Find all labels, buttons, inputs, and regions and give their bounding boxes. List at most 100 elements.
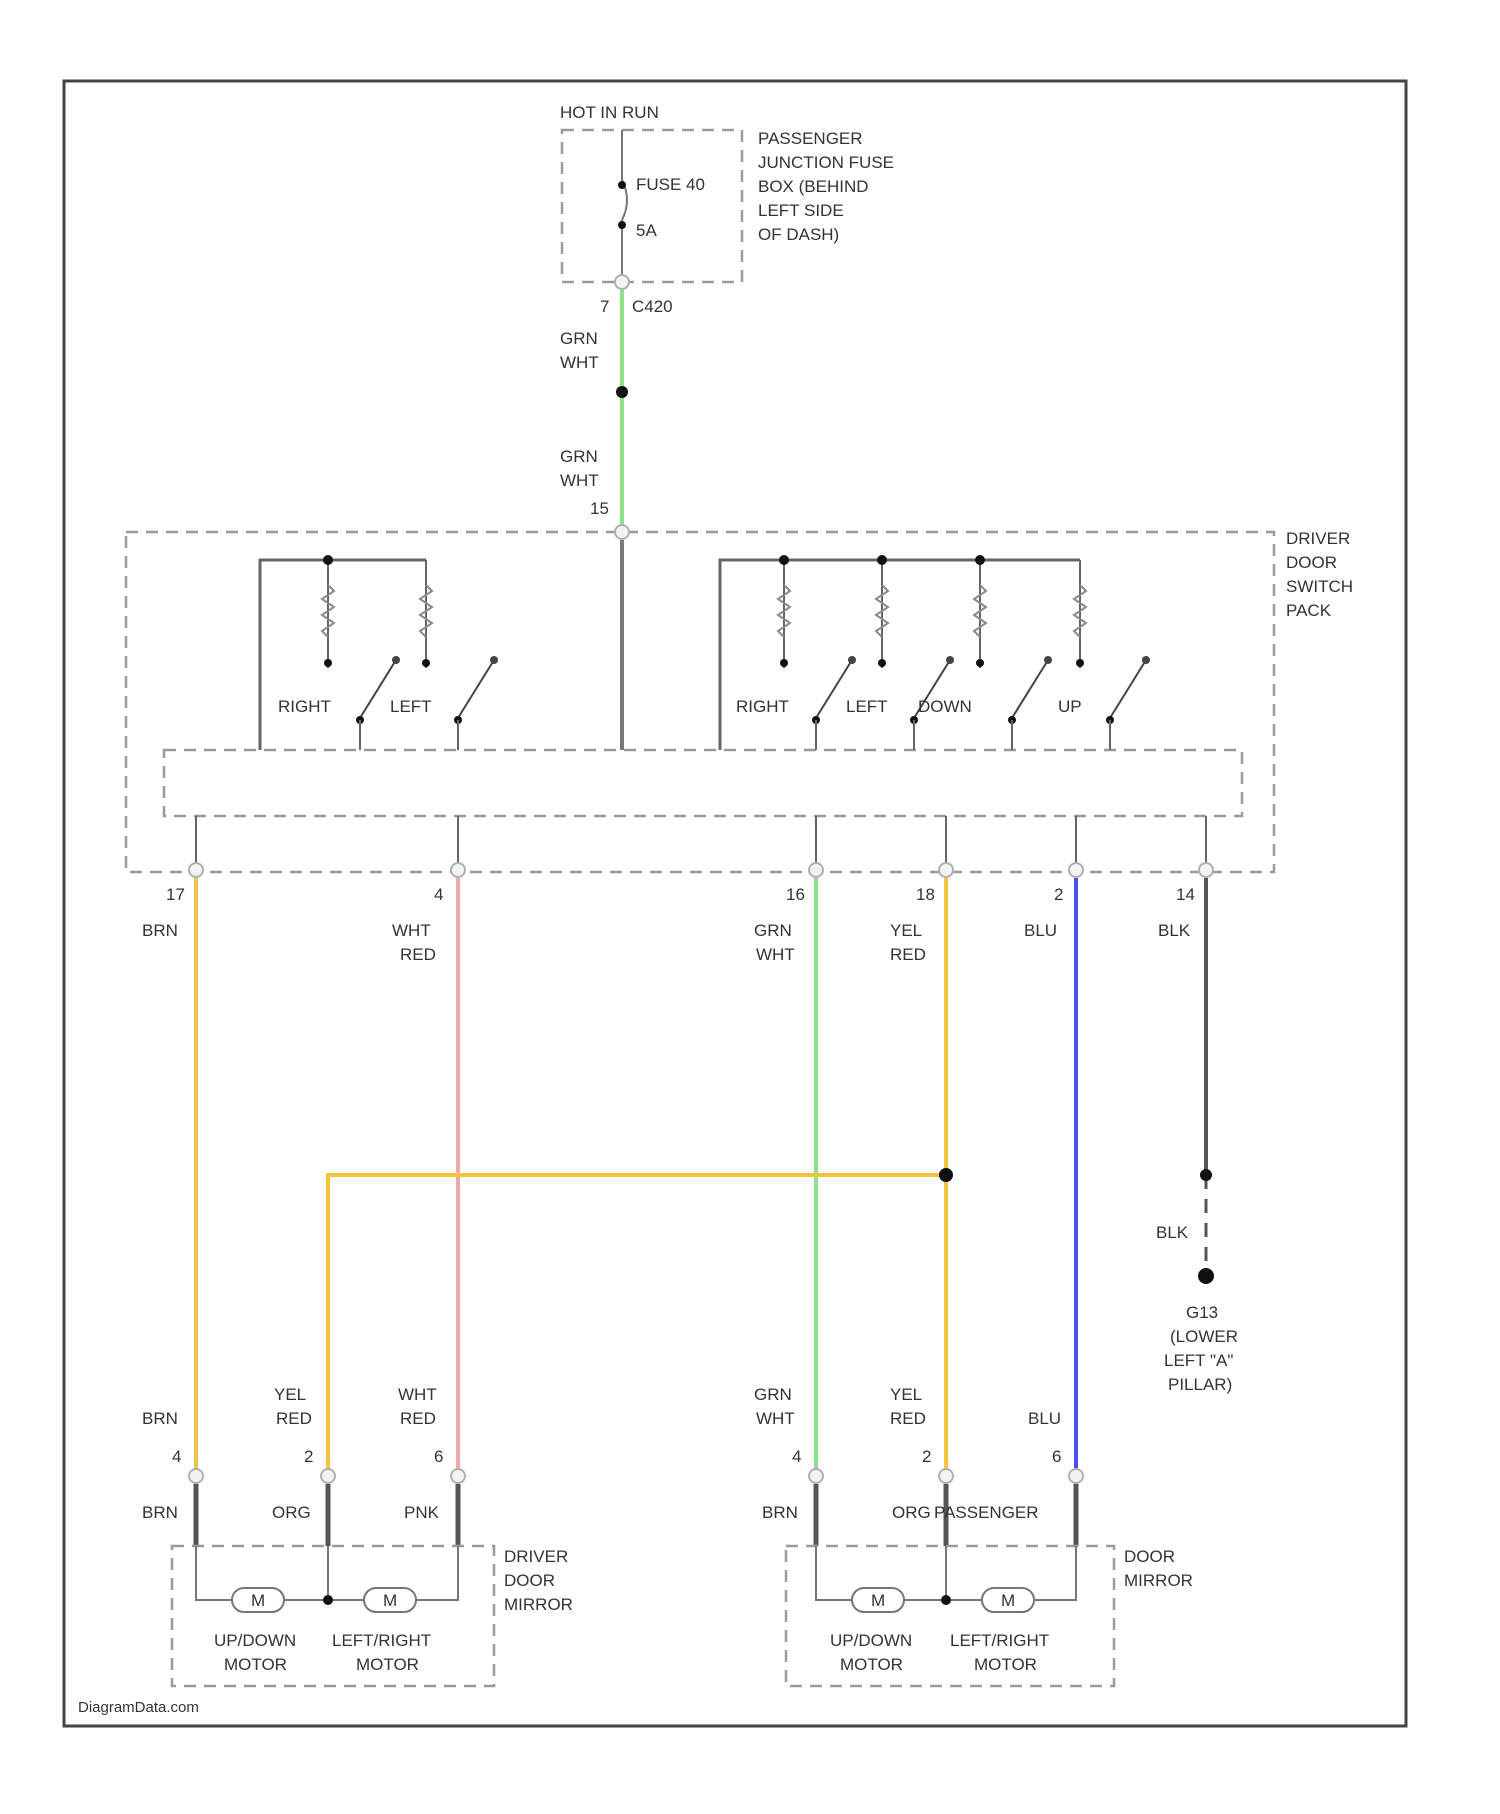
switch-contact bbox=[458, 660, 494, 718]
pin-connector bbox=[189, 863, 203, 877]
wire-color-label: RED bbox=[890, 945, 926, 964]
output-pin-label: 17 bbox=[166, 885, 185, 904]
wire-color-label: WHT bbox=[756, 945, 795, 964]
feed-wire: GRN WHT GRN WHT 15 bbox=[560, 290, 628, 530]
connector-id-label: C420 bbox=[632, 297, 673, 316]
pin-connector bbox=[1069, 1469, 1083, 1483]
mirror-pin-label: 6 bbox=[434, 1447, 443, 1466]
switch-label: UP bbox=[1058, 697, 1082, 716]
output-pin-label: 14 bbox=[1176, 885, 1195, 904]
mirror-wire-label: BRN bbox=[142, 1409, 178, 1428]
mirror-wire-label: GRN bbox=[754, 1385, 792, 1404]
overlap-label: PASSENGER bbox=[934, 1503, 1039, 1522]
switch-pack-inner-block bbox=[164, 750, 1242, 816]
switch-label: RIGHT bbox=[278, 697, 331, 716]
switch-pack-desc-line: DRIVER bbox=[1286, 529, 1350, 548]
feed-wire-label: WHT bbox=[560, 471, 599, 490]
splice-node bbox=[1200, 1169, 1212, 1181]
motor-label: MOTOR bbox=[356, 1655, 419, 1674]
pigtail-label: ORG bbox=[272, 1503, 311, 1522]
fuse-box-outline bbox=[562, 130, 742, 282]
pin-connector bbox=[1069, 863, 1083, 877]
supply-label: HOT IN RUN bbox=[560, 103, 659, 122]
ground-wire-label: BLK bbox=[1156, 1223, 1189, 1242]
wire-color-label: BRN bbox=[142, 921, 178, 940]
pin-connector bbox=[451, 1469, 465, 1483]
mirror-wire-label: WHT bbox=[398, 1385, 437, 1404]
passenger-mirror-outline bbox=[786, 1546, 1114, 1686]
fuse-amp-label: 5A bbox=[636, 221, 657, 240]
wire-color-label: BLU bbox=[1024, 921, 1057, 940]
motor-symbol: M bbox=[871, 1591, 885, 1610]
mirror-wire-label: RED bbox=[276, 1409, 312, 1428]
mirror-wire-label: WHT bbox=[756, 1409, 795, 1428]
pigtail-label: PNK bbox=[404, 1503, 440, 1522]
pin-connector bbox=[939, 863, 953, 877]
motor-label: LEFT/RIGHT bbox=[950, 1631, 1049, 1650]
motor-label: MOTOR bbox=[224, 1655, 287, 1674]
mirror-pin-label: 4 bbox=[792, 1447, 801, 1466]
output-pin-label: 18 bbox=[916, 885, 935, 904]
pigtail-label: BRN bbox=[142, 1503, 178, 1522]
fuse-label: FUSE 40 bbox=[636, 175, 705, 194]
pin-connector bbox=[1199, 863, 1213, 877]
motor-label: MOTOR bbox=[840, 1655, 903, 1674]
fuse-box-desc-line: BOX (BEHIND bbox=[758, 177, 869, 196]
ground-desc-line: LEFT "A" bbox=[1164, 1351, 1233, 1370]
pin-connector bbox=[809, 1469, 823, 1483]
motor-label: UP/DOWN bbox=[830, 1631, 912, 1650]
fuse-box-desc-line: OF DASH) bbox=[758, 225, 839, 244]
feed-wire-label: GRN bbox=[560, 447, 598, 466]
pin-connector bbox=[451, 863, 465, 877]
switch-pack: DRIVER DOOR SWITCH PACK RIGHT LEFT bbox=[126, 525, 1353, 872]
ground-desc-line: (LOWER bbox=[1170, 1327, 1238, 1346]
mirror-desc-line: MIRROR bbox=[504, 1595, 573, 1614]
feed-wire-label: WHT bbox=[560, 353, 599, 372]
ground-desc-line: PILLAR) bbox=[1168, 1375, 1232, 1394]
ground-point bbox=[1198, 1268, 1214, 1284]
wire-color-label: RED bbox=[400, 945, 436, 964]
driver-door-mirror: BRN YEL RED WHT RED 4 2 6 BRN ORG PNK M … bbox=[142, 1385, 573, 1686]
switch-label: DOWN bbox=[918, 697, 972, 716]
pin-connector bbox=[939, 1469, 953, 1483]
pin-connector bbox=[321, 1469, 335, 1483]
driver-mirror-outline bbox=[172, 1546, 494, 1686]
wire-color-label: GRN bbox=[754, 921, 792, 940]
fuse-box-desc-line: LEFT SIDE bbox=[758, 201, 844, 220]
switch-label: LEFT bbox=[846, 697, 888, 716]
wire-color-label: YEL bbox=[890, 921, 922, 940]
mirror-wire-label: BLU bbox=[1028, 1409, 1061, 1428]
feed-pin-label: 15 bbox=[590, 499, 609, 518]
mirror-desc-line: DOOR bbox=[1124, 1547, 1175, 1566]
motor-symbol: M bbox=[251, 1591, 265, 1610]
mirror-pin-label: 2 bbox=[304, 1447, 313, 1466]
connector-pin-label: 7 bbox=[600, 297, 609, 316]
fuse-box: HOT IN RUN FUSE 40 5A PASSENGER JUNCTION… bbox=[560, 103, 894, 316]
mirror-wire-label: RED bbox=[400, 1409, 436, 1428]
switch-contact bbox=[1012, 660, 1048, 718]
switch-pack-input-pin bbox=[615, 525, 629, 539]
pin-connector bbox=[189, 1469, 203, 1483]
mirror-select-switch: RIGHT LEFT bbox=[260, 555, 498, 750]
wire-color-label: WHT bbox=[392, 921, 431, 940]
fuse-node bbox=[618, 181, 626, 189]
fuse-box-desc-line: JUNCTION FUSE bbox=[758, 153, 894, 172]
switch-label: LEFT bbox=[390, 697, 432, 716]
pin-connector bbox=[809, 863, 823, 877]
footer-watermark: DiagramData.com bbox=[78, 1699, 199, 1716]
mirror-wire-label: YEL bbox=[890, 1385, 922, 1404]
motor-symbol: M bbox=[1001, 1591, 1015, 1610]
wire-color-label: BLK bbox=[1158, 921, 1191, 940]
pigtail-label: BRN bbox=[762, 1503, 798, 1522]
fuse-box-desc-line: PASSENGER bbox=[758, 129, 863, 148]
switch-label: RIGHT bbox=[736, 697, 789, 716]
wire-harness bbox=[196, 878, 1214, 1470]
ground-g13: BLK G13 (LOWER LEFT "A" PILLAR) bbox=[1156, 1223, 1238, 1394]
output-pin-label: 2 bbox=[1054, 885, 1063, 904]
motor-label: UP/DOWN bbox=[214, 1631, 296, 1650]
output-pin-label: 16 bbox=[786, 885, 805, 904]
mirror-direction-switch: RIGHT LEFT DOWN UP bbox=[720, 555, 1150, 750]
motor-label: LEFT/RIGHT bbox=[332, 1631, 431, 1650]
mirror-pin-label: 6 bbox=[1052, 1447, 1061, 1466]
